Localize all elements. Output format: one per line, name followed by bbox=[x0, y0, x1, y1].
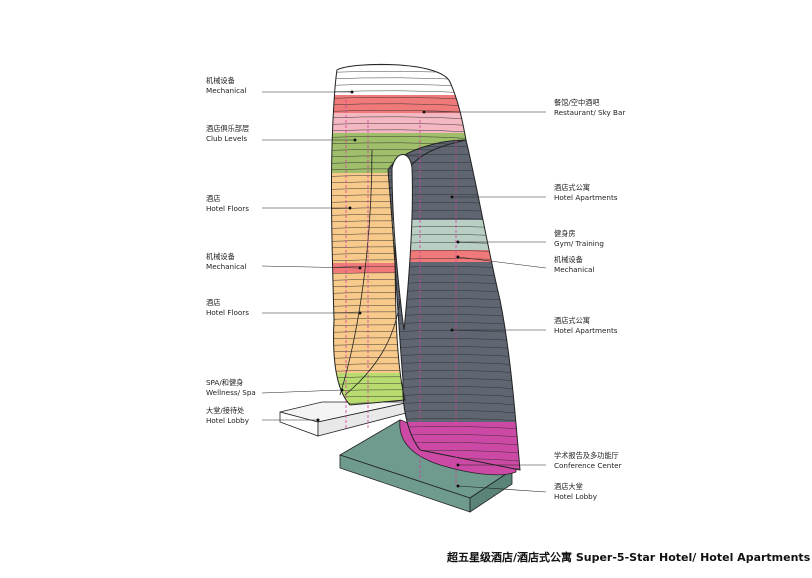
label-hotel-lobby-left: 大堂/接待处 Hotel Lobby bbox=[206, 406, 249, 425]
label-en: Conference Center bbox=[554, 461, 622, 471]
label-hotel-floors-upper: 酒店 Hotel Floors bbox=[206, 194, 249, 213]
label-hotel-lobby-right: 酒店大堂 Hotel Lobby bbox=[554, 482, 597, 501]
label-zh: 健身房 bbox=[554, 229, 604, 239]
label-en: Club Levels bbox=[206, 134, 249, 144]
label-en: Hotel Lobby bbox=[554, 492, 597, 502]
label-zh: 酒店俱乐部层 bbox=[206, 124, 249, 134]
label-zh: 酒店式公寓 bbox=[554, 183, 618, 193]
label-mechanical-mid: 机械设备 Mechanical bbox=[206, 252, 246, 271]
label-zh: SPA/和健身 bbox=[206, 378, 256, 388]
label-conference-center: 学术报告及多功能厅 Conference Center bbox=[554, 451, 622, 470]
label-zh: 酒店 bbox=[206, 194, 249, 204]
label-en: Mechanical bbox=[206, 86, 246, 96]
label-en: Gym/ Training bbox=[554, 239, 604, 249]
label-en: Hotel Apartments bbox=[554, 193, 618, 203]
label-zh: 机械设备 bbox=[554, 255, 594, 265]
label-wellness-spa: SPA/和健身 Wellness/ Spa bbox=[206, 378, 256, 397]
label-en: Mechanical bbox=[206, 262, 246, 272]
label-zh: 酒店 bbox=[206, 298, 249, 308]
label-en: Hotel Floors bbox=[206, 204, 249, 214]
label-en: Hotel Floors bbox=[206, 308, 249, 318]
label-hotel-apartments-lower: 酒店式公寓 Hotel Apartments bbox=[554, 316, 618, 335]
label-hotel-floors-lower: 酒店 Hotel Floors bbox=[206, 298, 249, 317]
label-zh: 大堂/接待处 bbox=[206, 406, 249, 416]
label-zh: 机械设备 bbox=[206, 252, 246, 262]
label-zh: 餐馆/空中酒吧 bbox=[554, 98, 625, 108]
label-en: Wellness/ Spa bbox=[206, 388, 256, 398]
diagram-caption: 超五星级酒店/酒店式公寓 Super-5-Star Hotel/ Hotel A… bbox=[447, 549, 810, 565]
label-zh: 酒店式公寓 bbox=[554, 316, 618, 326]
label-gym-training: 健身房 Gym/ Training bbox=[554, 229, 604, 248]
label-en: Hotel Apartments bbox=[554, 326, 618, 336]
label-en: Restaurant/ Sky Bar bbox=[554, 108, 625, 118]
label-restaurant-sky-bar: 餐馆/空中酒吧 Restaurant/ Sky Bar bbox=[554, 98, 625, 117]
label-mechanical-top: 机械设备 Mechanical bbox=[206, 76, 246, 95]
label-hotel-apartments-upper: 酒店式公寓 Hotel Apartments bbox=[554, 183, 618, 202]
label-en: Hotel Lobby bbox=[206, 416, 249, 426]
label-zh: 酒店大堂 bbox=[554, 482, 597, 492]
label-en: Mechanical bbox=[554, 265, 594, 275]
label-club-levels: 酒店俱乐部层 Club Levels bbox=[206, 124, 249, 143]
label-mechanical-right: 机械设备 Mechanical bbox=[554, 255, 594, 274]
label-zh: 机械设备 bbox=[206, 76, 246, 86]
label-zh: 学术报告及多功能厅 bbox=[554, 451, 622, 461]
